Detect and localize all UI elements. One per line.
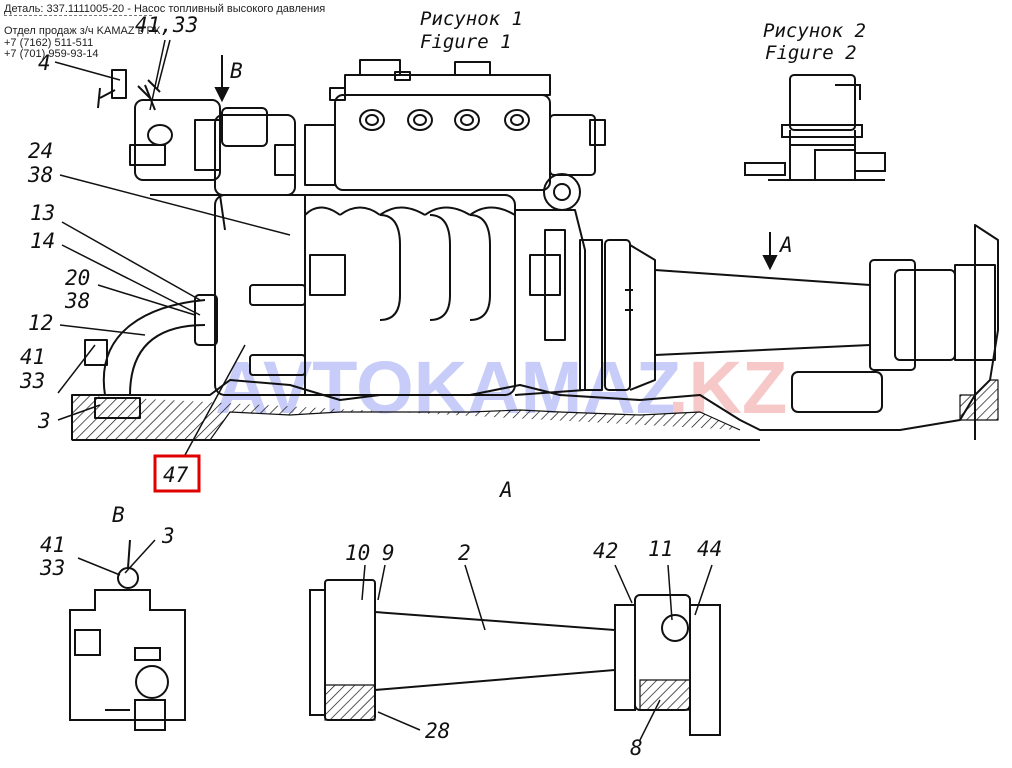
fuel-pipe bbox=[84, 294, 218, 419]
callout-47: 47 bbox=[163, 463, 189, 487]
callout-24: 24 bbox=[28, 139, 53, 163]
callout-13: 13 bbox=[30, 201, 55, 225]
figure-1-title-en: Figure 1 bbox=[420, 31, 512, 53]
drive-coupling bbox=[579, 239, 996, 391]
phone-2: +7 (701) 959-93-14 bbox=[4, 48, 99, 60]
callout-41-33-top: 41,33 bbox=[135, 13, 198, 37]
sales-department: Отдел продаж з/ч KAMAZ в РК bbox=[4, 25, 161, 37]
callout-33-left: 33 bbox=[19, 369, 45, 393]
phone-1: +7 (7162) 511-511 bbox=[4, 37, 94, 49]
callout-3-left: 3 bbox=[37, 409, 51, 433]
callout-a-11: 11 bbox=[648, 537, 673, 561]
view-a-marker: A bbox=[778, 233, 793, 257]
view-b-title: B bbox=[112, 503, 125, 527]
callout-a-9: 9 bbox=[382, 541, 395, 565]
leader-lines bbox=[54, 39, 713, 741]
view-a-title: A bbox=[498, 478, 513, 502]
view-arrows bbox=[214, 55, 778, 271]
figure-2-title-en: Figure 2 bbox=[765, 42, 857, 64]
pump-head bbox=[304, 59, 606, 211]
callout-38-lower: 38 bbox=[64, 289, 90, 313]
callout-20: 20 bbox=[65, 266, 90, 290]
governor bbox=[97, 69, 296, 231]
view-b-drawing bbox=[69, 539, 186, 731]
figure-2-title-ru: Рисунок 2 bbox=[763, 20, 866, 42]
header-divider bbox=[4, 15, 152, 16]
callout-a-28: 28 bbox=[425, 719, 450, 743]
callout-b-33: 33 bbox=[39, 556, 65, 580]
callout-4: 4 bbox=[38, 51, 51, 75]
highlight-box bbox=[153, 454, 201, 493]
callout-b-41: 41 bbox=[40, 533, 65, 557]
callout-a-10: 10 bbox=[345, 541, 370, 565]
callout-a-44: 44 bbox=[697, 537, 722, 561]
figure-2-drawing bbox=[744, 74, 886, 181]
callout-a-8: 8 bbox=[630, 736, 643, 760]
part-title: Деталь: 337.1111005-20 - Насос топливный… bbox=[4, 3, 326, 15]
callout-14: 14 bbox=[30, 229, 55, 253]
callout-b-3: 3 bbox=[161, 524, 175, 548]
callout-41-left: 41 bbox=[20, 345, 45, 369]
view-a-drawing bbox=[309, 579, 721, 736]
figure-1-title-ru: Рисунок 1 bbox=[420, 8, 523, 30]
callout-38-upper: 38 bbox=[27, 163, 53, 187]
view-b-marker: B bbox=[230, 59, 243, 83]
callout-a-2: 2 bbox=[458, 541, 471, 565]
callout-12: 12 bbox=[28, 311, 53, 335]
callout-a-42: 42 bbox=[593, 539, 618, 563]
